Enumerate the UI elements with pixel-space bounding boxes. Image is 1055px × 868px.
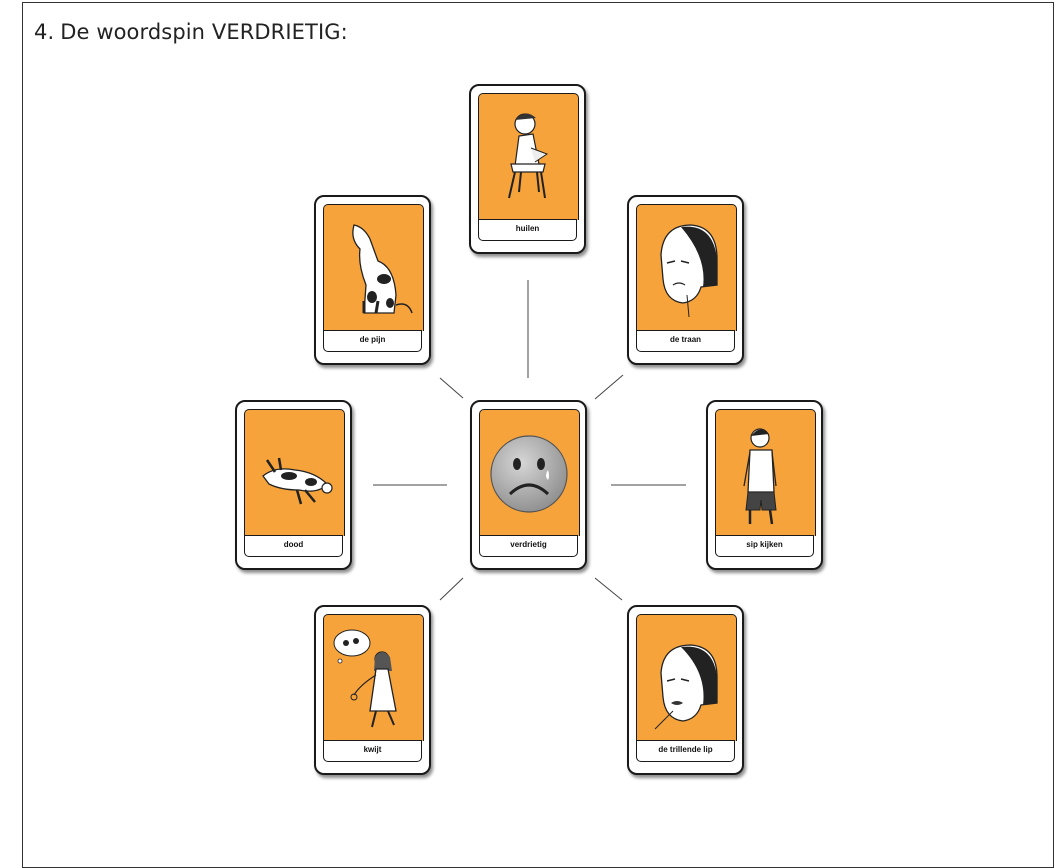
word-card-de-traan: de traan (627, 195, 744, 365)
sulking-boy-illustration (743, 428, 777, 525)
card-picture (479, 409, 580, 536)
card-caption: huilen (478, 219, 577, 241)
card-label: sip kijken (746, 540, 783, 549)
card-picture (478, 93, 579, 220)
word-card-verdrietig: verdrietig (470, 400, 587, 570)
card-label: de pijn (359, 335, 386, 344)
card-picture (244, 409, 345, 536)
spoke-bottom-right (594, 577, 623, 601)
card-caption: verdrietig (479, 535, 578, 557)
dead-dog-illustration (262, 457, 333, 505)
exercise-title: De woordspin VERDRIETIG: (60, 20, 348, 44)
sad-face-icon (490, 435, 568, 513)
tearful-face-illustration (660, 224, 718, 318)
card-picture (636, 204, 737, 331)
card-label: kwijt (363, 745, 382, 754)
exercise-number: 4. (34, 20, 55, 44)
word-card-de-pijn: de pijn (314, 195, 431, 365)
howling-dog-illustration (352, 224, 413, 314)
card-picture (323, 204, 424, 331)
card-caption: sip kijken (715, 535, 814, 557)
card-caption: de pijn (323, 330, 422, 352)
lost-dog-girl-illustration (333, 629, 397, 728)
card-picture (636, 614, 737, 741)
card-caption: kwijt (323, 740, 422, 762)
card-picture (323, 614, 424, 741)
crying-girl-illustration (508, 113, 549, 199)
word-card-de-trillende-lip: de trillende lip (627, 605, 744, 775)
spoke-bottom-left (439, 577, 464, 601)
word-card-sip-kijken: sip kijken (706, 400, 823, 570)
page-title: 4.De woordspin VERDRIETIG: (34, 20, 348, 44)
word-card-kwijt: kwijt (314, 605, 431, 775)
spoke-top-left (439, 377, 464, 399)
card-picture (715, 409, 816, 536)
card-caption: de traan (636, 330, 735, 352)
card-label: de trillende lip (658, 745, 713, 754)
card-label: de traan (669, 335, 702, 344)
trembling-lip-face-illustration (654, 644, 718, 730)
spoke-top-right (594, 374, 624, 400)
word-card-dood: dood (235, 400, 352, 570)
card-caption: de trillende lip (636, 740, 735, 762)
card-label: huilen (515, 224, 540, 233)
card-label: verdrietig (510, 540, 547, 549)
card-label: dood (283, 540, 304, 549)
word-card-huilen: huilen (469, 84, 586, 254)
card-caption: dood (244, 535, 343, 557)
